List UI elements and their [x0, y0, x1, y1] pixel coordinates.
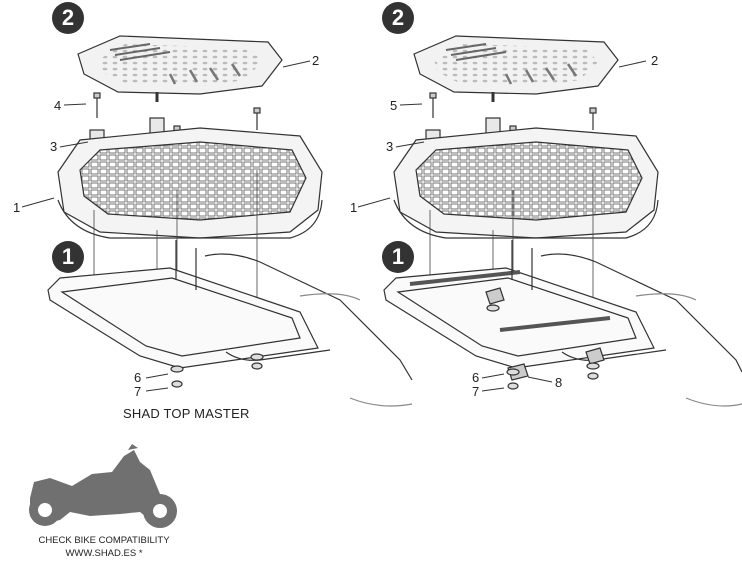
- left-step-2-badge: 2: [52, 2, 84, 34]
- compatibility-note: CHECK BIKE COMPATIBILITY WWW.SHAD.ES *: [24, 534, 184, 560]
- right-base-plate: [393, 127, 659, 239]
- right-callout-1: 1: [350, 200, 358, 215]
- left-leader-lines: [21, 60, 311, 392]
- left-assembly: [21, 35, 413, 407]
- left-rack-frame: [47, 240, 413, 407]
- right-washers: [486, 304, 600, 390]
- right-clamps: [485, 287, 605, 381]
- right-callout-8: 8: [555, 375, 563, 390]
- right-callout-5: 5: [390, 98, 398, 113]
- compatibility-line-1: CHECK BIKE COMPATIBILITY: [38, 535, 170, 546]
- left-callout-1: 1: [13, 200, 21, 215]
- right-assembly: [357, 35, 742, 407]
- left-cover-plate: [77, 35, 283, 95]
- right-rack-frame: [383, 240, 742, 407]
- right-callout-3: 3: [386, 139, 394, 154]
- left-washers: [170, 353, 264, 388]
- left-callout-6: 6: [134, 370, 142, 385]
- left-callout-4: 4: [54, 98, 62, 113]
- left-callout-3: 3: [50, 139, 58, 154]
- left-callout-2: 2: [312, 53, 320, 68]
- right-cover-plate: [413, 35, 619, 95]
- compatibility-line-2: WWW.SHAD.ES *: [65, 548, 143, 559]
- left-step-1-badge: 1: [52, 241, 84, 273]
- motorcycle-silhouette: [29, 444, 177, 528]
- right-callout-2: 2: [651, 53, 659, 68]
- left-callout-7: 7: [134, 384, 142, 399]
- left-base-plate: [57, 127, 323, 239]
- right-callout-6: 6: [472, 370, 480, 385]
- right-step-2-badge: 2: [382, 2, 414, 34]
- right-step-1-badge: 1: [382, 241, 414, 273]
- product-caption: SHAD TOP MASTER: [123, 406, 250, 421]
- right-leader-lines: [357, 60, 647, 392]
- right-callout-7: 7: [472, 384, 480, 399]
